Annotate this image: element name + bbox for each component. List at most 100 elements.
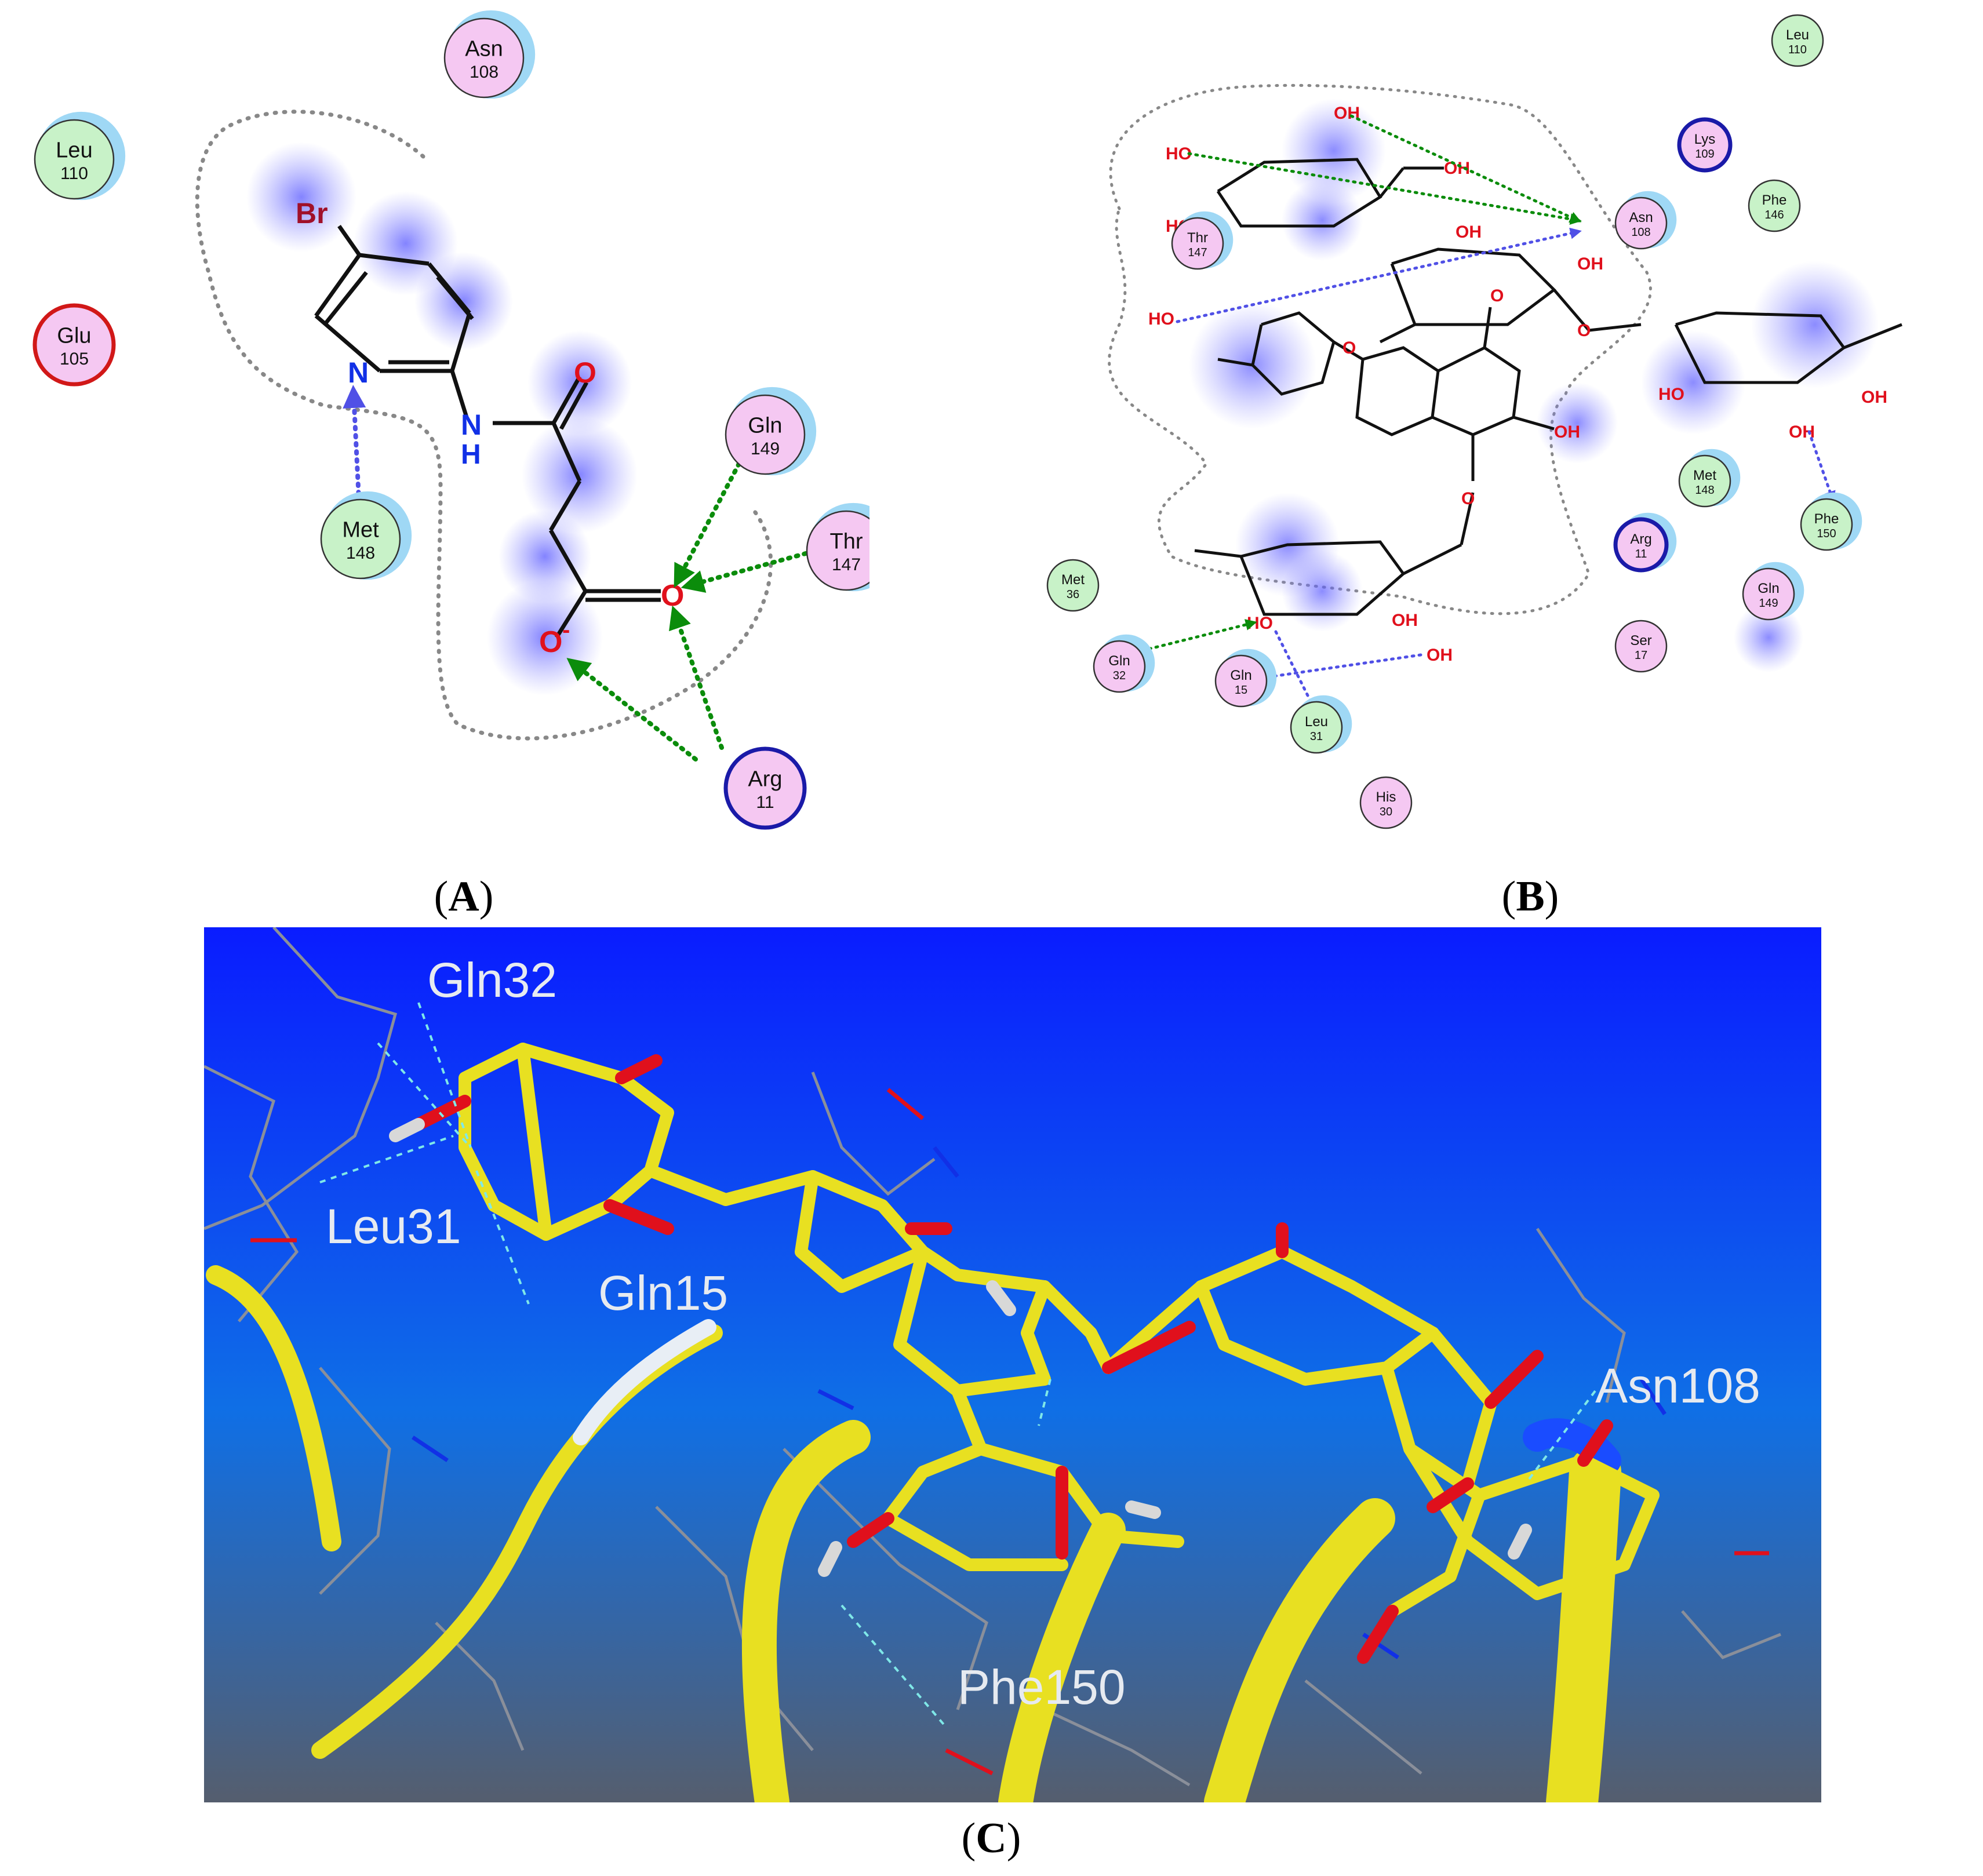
residue-list-b: Leu110Lys109Phe146Asn108Thr147Met148Phe1…: [1046, 14, 1862, 829]
residue-disc: [1678, 454, 1731, 508]
residue-name: Thr: [830, 530, 863, 554]
o-label: O: [1342, 338, 1356, 358]
residue-name: His: [1376, 789, 1396, 805]
oh-label: O: [1577, 321, 1591, 340]
residue-disc: [1677, 117, 1733, 173]
residue-number: 110: [60, 164, 88, 183]
residue-name: Arg: [748, 767, 782, 792]
residue-name: Arg: [1630, 531, 1651, 547]
ligand-a-bonds: [314, 224, 661, 639]
residue-gln-32: Gln32: [1093, 634, 1155, 693]
residue-disc: [806, 510, 869, 591]
protein-polar-atoms: [250, 1088, 1769, 1776]
residue-number: 149: [751, 439, 780, 458]
residue-disc: [1742, 567, 1795, 621]
carbonyl-o-atom: O: [574, 356, 596, 389]
residue-disc: [1171, 217, 1224, 270]
residue-disc: [32, 303, 116, 387]
ligand-b-hetero-atoms: HO OH OH HO OH OH HO OH HO OH OH HO OH O…: [1148, 104, 1887, 665]
residue-name: Asn: [465, 37, 503, 61]
residue-number: 108: [1631, 226, 1650, 239]
residue-number: 149: [1759, 597, 1778, 610]
residue-number: 32: [1113, 669, 1126, 682]
ho-label: HO: [1148, 309, 1174, 329]
residue-name: Glu: [57, 324, 91, 348]
residue-name: Met: [1693, 468, 1716, 483]
residue-name: Gln: [1108, 653, 1130, 669]
carboxylate-o-atom: O: [539, 625, 562, 659]
negative-charge: -: [562, 617, 570, 643]
ho-label: HO: [1658, 385, 1684, 404]
residue-name: Leu: [56, 139, 92, 163]
hbond-lines: [319, 1002, 1596, 1728]
residue-disc: [1613, 517, 1669, 573]
oh-label: OH: [1554, 422, 1580, 442]
residue-label-leu31: Leu31: [326, 1199, 461, 1254]
interactions-b: [1100, 114, 1836, 717]
bromine-atom: Br: [296, 197, 328, 230]
residue-disc: [1800, 498, 1853, 551]
panel-b-caption: (B): [1501, 873, 1559, 920]
residue-name: Leu: [1786, 27, 1809, 43]
amide-h-atom: H: [461, 439, 481, 470]
oh-label: OH: [1334, 104, 1360, 123]
residue-disc: [1046, 559, 1100, 612]
residue-number: 11: [756, 793, 774, 812]
residue-disc: [320, 498, 401, 580]
protein-ribbons: [206, 1265, 1621, 1802]
oh-label: OH: [1456, 223, 1482, 242]
residue-list-a: Asn108Leu110Glu105Met148Gln149Thr147Arg1…: [32, 10, 869, 830]
residue-disc: [1214, 654, 1268, 708]
residue-disc: [34, 119, 115, 200]
residue-gln-15: Gln15: [1214, 649, 1277, 708]
residue-asn-108: Asn108: [1614, 191, 1677, 250]
residue-number: 31: [1310, 730, 1323, 743]
residue-leu-31: Leu31: [1290, 695, 1352, 754]
residue-disc: [1614, 196, 1668, 250]
residue-label-gln32: Gln32: [427, 953, 557, 1007]
interactions-a: [343, 385, 808, 762]
residue-name: Gln: [748, 414, 782, 438]
residue-number: 148: [1695, 484, 1714, 497]
residue-disc: [1614, 620, 1668, 673]
residue-name: Met: [1061, 572, 1085, 588]
ligand-b-bonds: [1194, 158, 1902, 616]
panel-a-diagram: Br N N H O O O - Asn108Leu110Glu105Met14…: [32, 10, 869, 830]
oh-label: OH: [1577, 254, 1603, 274]
residue-name: Thr: [1187, 230, 1208, 246]
residue-number: 36: [1067, 588, 1079, 601]
residue-disc: [1359, 776, 1413, 829]
residue-name: Phe: [1814, 511, 1839, 527]
residue-disc: [1290, 701, 1343, 754]
solvent-exposure-glows-b: [1189, 99, 1879, 672]
carboxyl-o-atom: O: [661, 579, 684, 613]
panel-a-caption: (A): [434, 873, 494, 920]
residue-number: 150: [1817, 527, 1836, 540]
ligand-sticks: [389, 1043, 1660, 1664]
residue-name: Lys: [1694, 132, 1715, 147]
o-label: O: [1490, 286, 1504, 305]
residue-phe-150: Phe150: [1800, 492, 1862, 551]
residue-label-phe150: Phe150: [958, 1660, 1126, 1714]
residue-number: 146: [1764, 209, 1784, 221]
residue-name: Gln: [1758, 581, 1779, 596]
residue-number: 110: [1788, 43, 1807, 56]
residue-number: 109: [1695, 148, 1714, 161]
residue-disc: [1748, 179, 1801, 232]
o-label: O: [1461, 489, 1475, 508]
residue-number: 11: [1635, 548, 1647, 560]
